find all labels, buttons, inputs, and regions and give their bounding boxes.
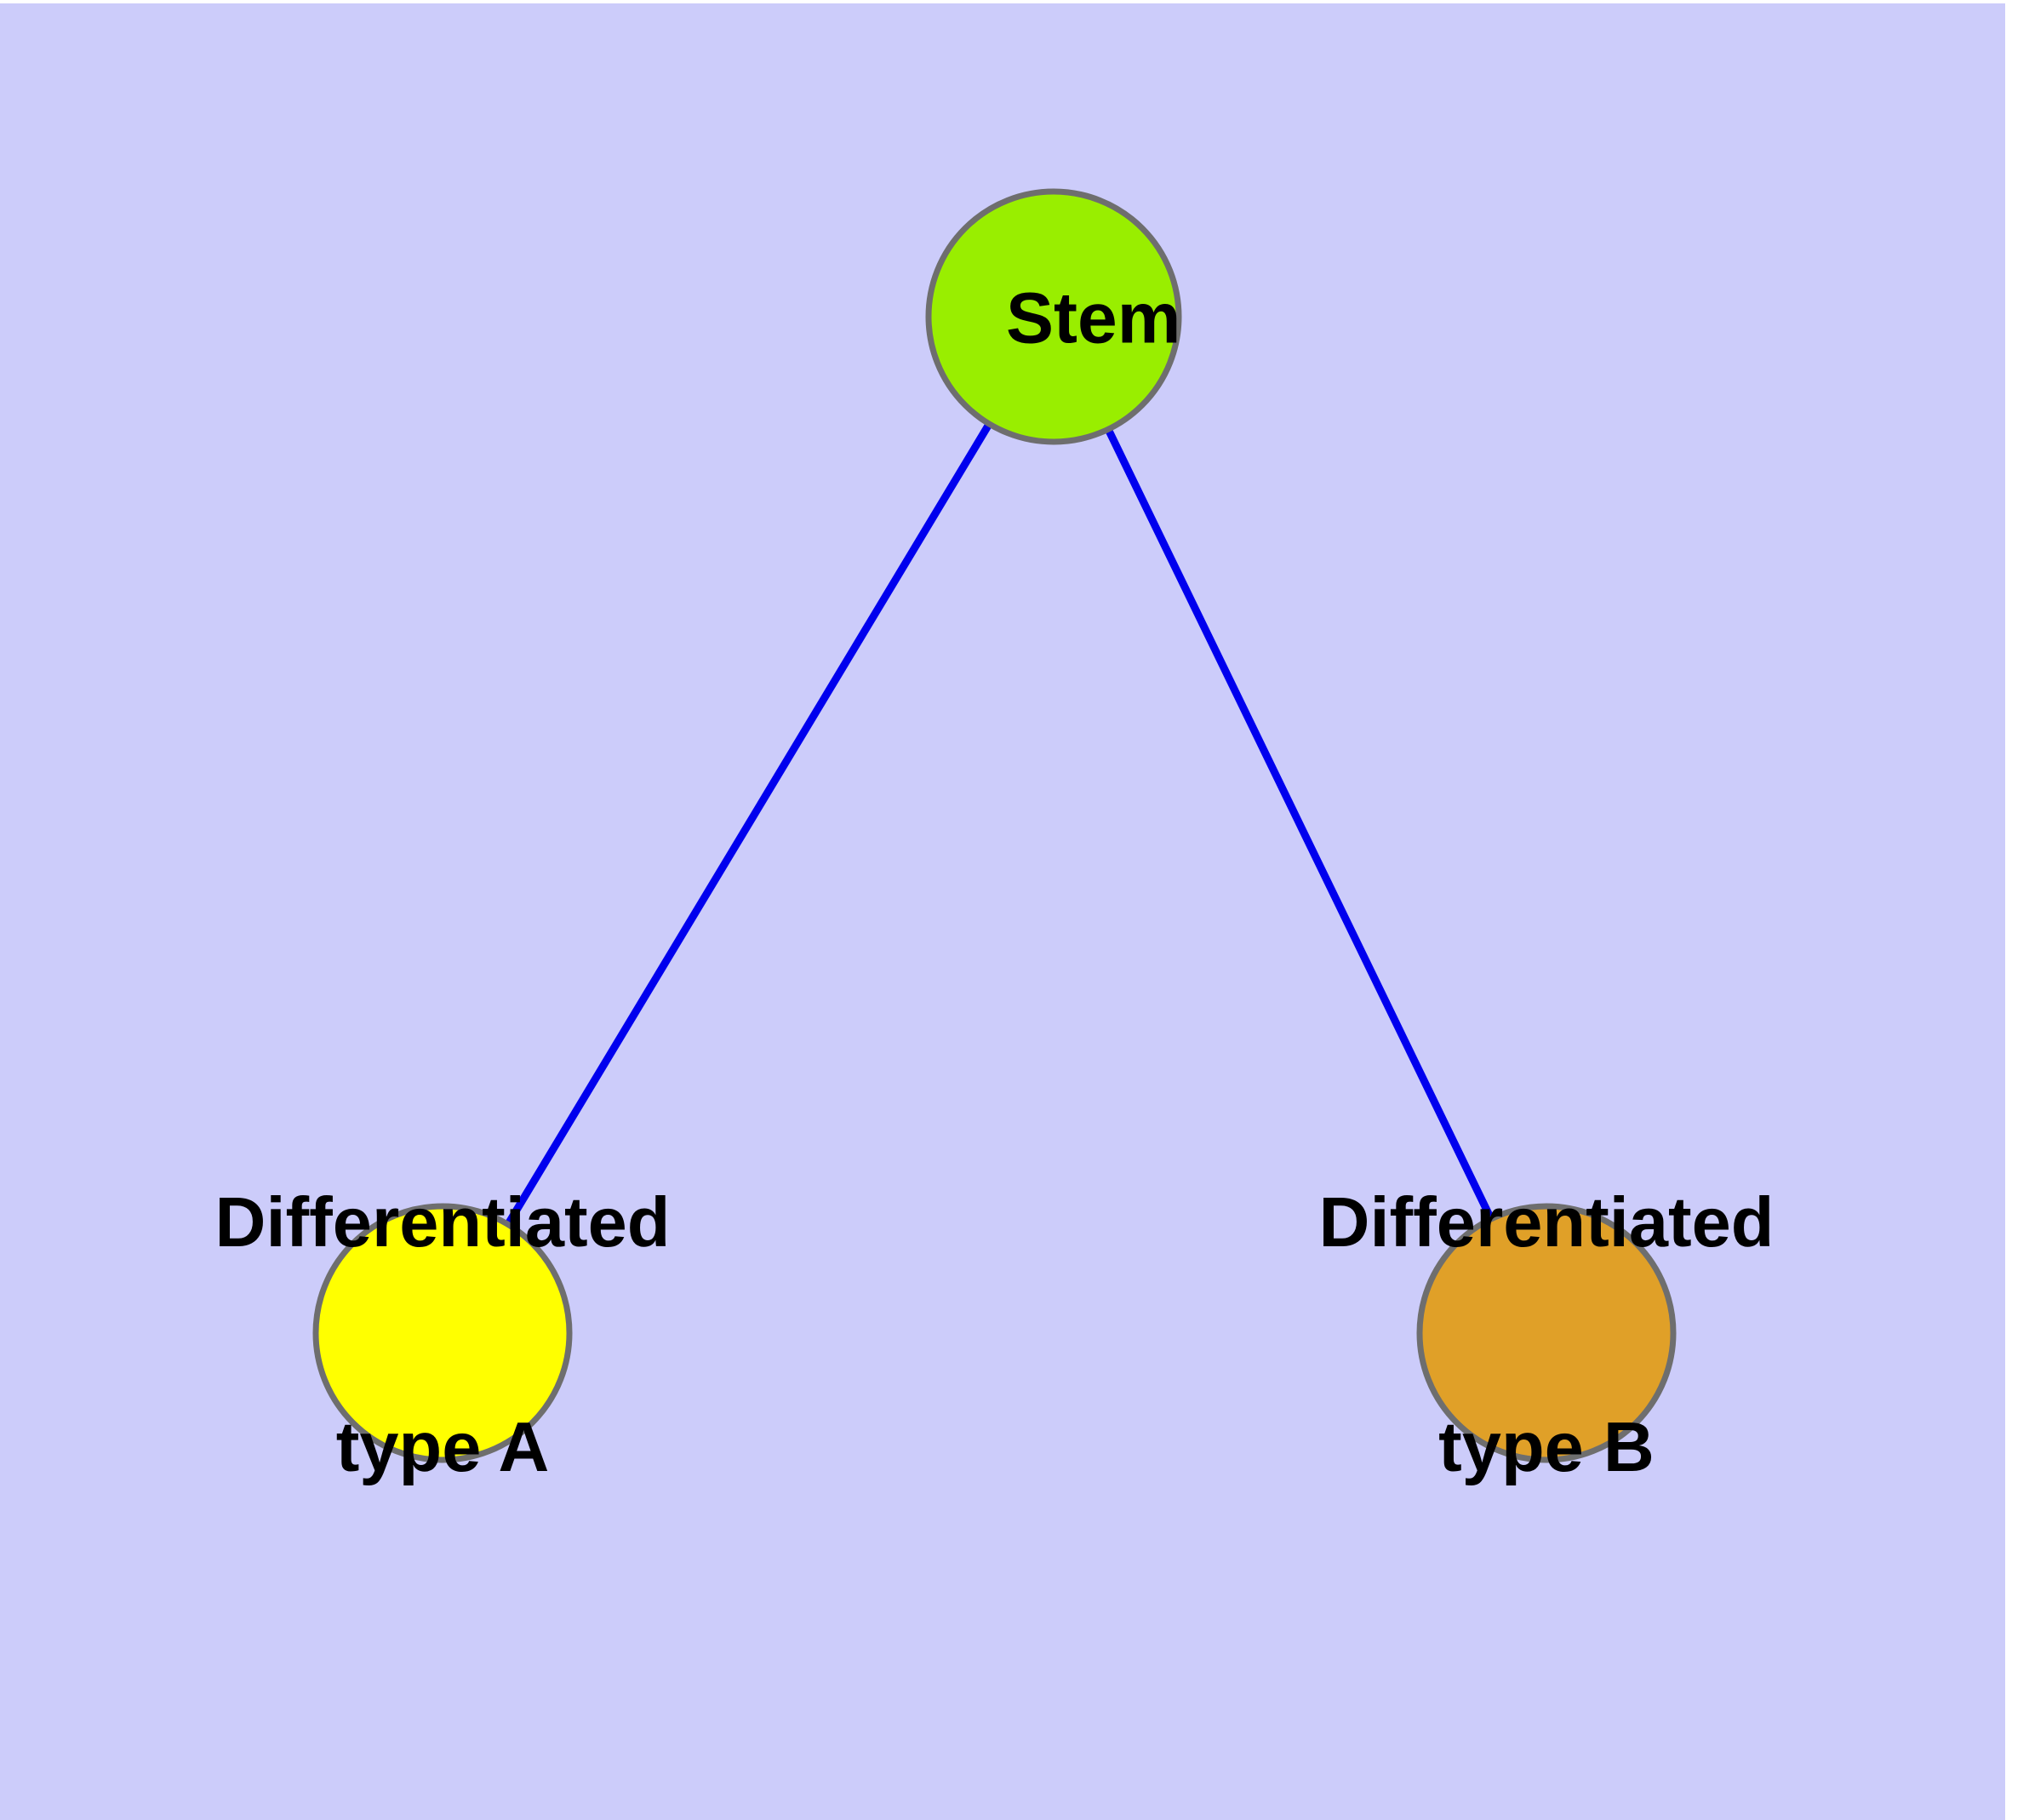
edge-layer — [491, 400, 1506, 1248]
node-stem[interactable] — [925, 188, 1182, 445]
edge-stem-to-type-b[interactable] — [1094, 405, 1506, 1243]
node-layer — [312, 188, 1677, 1463]
node-type-b[interactable] — [1416, 1203, 1677, 1463]
edge-stem-to-type-a[interactable] — [491, 400, 1006, 1248]
node-type-a[interactable] — [312, 1203, 573, 1463]
